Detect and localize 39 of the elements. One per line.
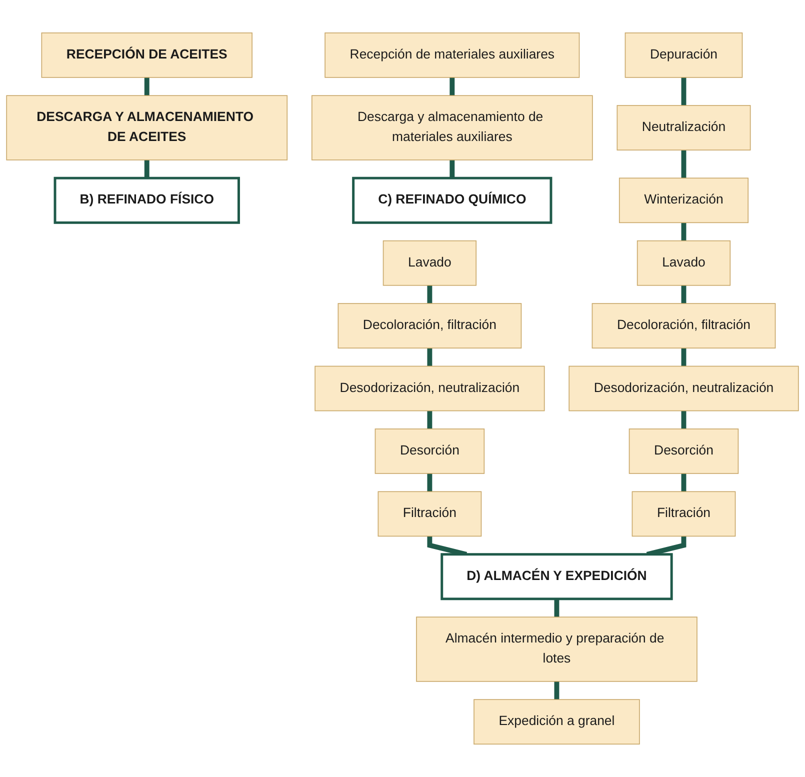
node-box: Descarga y almacenamiento de materiales auxiliares [311, 95, 593, 160]
node-box: Decoloración, filtración [338, 303, 522, 348]
connector [681, 410, 686, 429]
connector [427, 285, 432, 304]
node-box: DESCARGA Y ALMACENAMIENTO DE ACEITES [6, 95, 288, 160]
connector [681, 285, 686, 304]
node-box: Filtración [378, 491, 482, 537]
connector [681, 222, 686, 241]
node-box: Filtración [632, 491, 736, 537]
node-box: Almacén intermedio y preparación de lotes [416, 616, 698, 682]
node-box: B) REFINADO FÍSICO [54, 176, 240, 224]
node-box: Recepción de materiales auxiliares [324, 32, 580, 78]
node-box: Lavado [382, 240, 477, 286]
connector [554, 681, 560, 700]
node-box: Desodorización, neutralización [568, 366, 799, 412]
connector [427, 473, 432, 492]
node-box: D) ALMACÉN Y EXPEDICIÓN [440, 553, 673, 600]
connector [427, 348, 432, 366]
node-box: Depuración [624, 32, 743, 78]
connector [450, 77, 455, 96]
node-box: Neutralización [616, 105, 751, 150]
node-box: RECEPCIÓN DE ACEITES [41, 32, 252, 78]
node-box: Lavado [636, 240, 731, 286]
connector [681, 473, 686, 492]
node-box: Decoloración, filtración [592, 303, 776, 348]
connector [681, 150, 686, 178]
node-box: Winterización [618, 178, 749, 224]
connector [681, 348, 686, 366]
node-box: Desodorización, neutralización [314, 366, 545, 412]
connector [554, 598, 560, 618]
node-box: C) REFINADO QUÍMICO [352, 176, 552, 224]
connector [450, 160, 455, 178]
node-box: Expedición a granel [474, 699, 640, 745]
connector [144, 77, 150, 96]
node-box: Desorción [374, 428, 485, 474]
connector [144, 160, 150, 178]
connector [681, 77, 686, 106]
connector [427, 410, 432, 429]
node-box: Desorción [628, 428, 739, 474]
